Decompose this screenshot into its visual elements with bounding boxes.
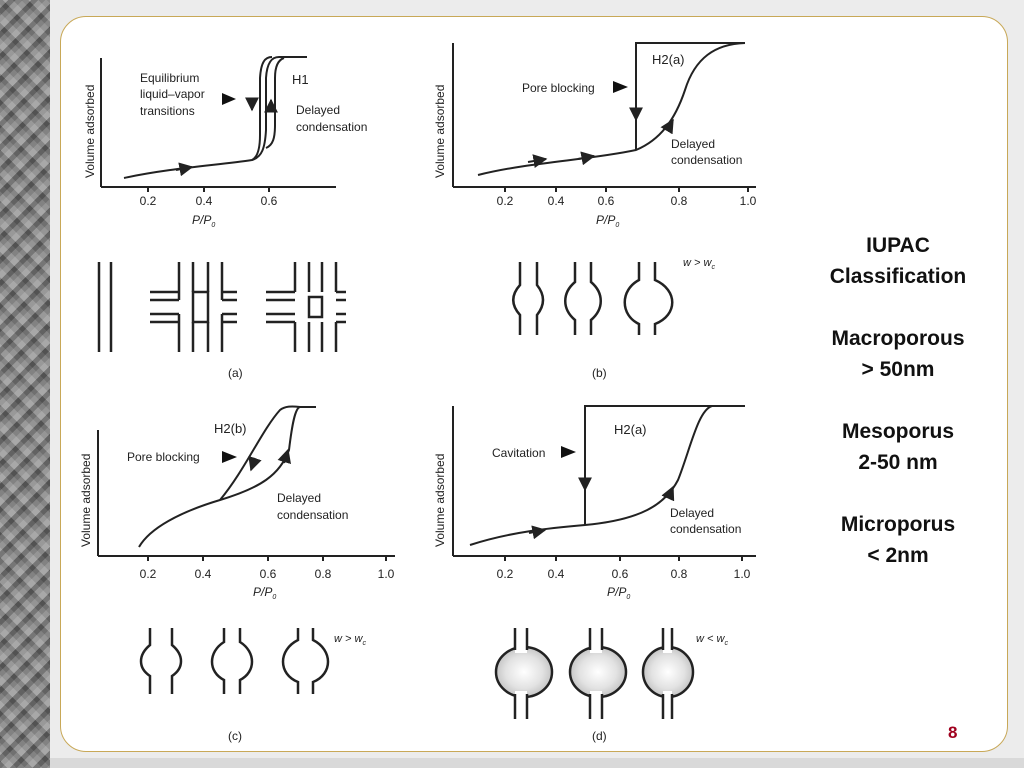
panel-c-xlabel: P/P0 xyxy=(253,585,276,601)
panel-b-flow-arrow xyxy=(527,154,548,168)
panel-d-xtick: 1.0 xyxy=(734,567,751,581)
panel-a-desorption-curve-2 xyxy=(265,57,285,149)
panel-a-loop-type-label: H1 xyxy=(292,72,309,87)
panel-c-delayed-label: condensation xyxy=(277,508,348,522)
panel-c-width-condition: w > wc xyxy=(334,633,366,647)
panel-d-xtick: 0.4 xyxy=(548,567,565,581)
panel-a-equilibrium-label: liquid–vapor xyxy=(140,87,205,101)
panel-c-down-arrow xyxy=(248,455,262,472)
panel-a-xtick: 0.6 xyxy=(261,194,278,208)
panel-d-cavitation-label: Cavitation xyxy=(492,446,545,460)
panel-c-pore-sketch xyxy=(139,628,330,694)
panel-b-caption: (b) xyxy=(592,366,607,380)
classification-heading: IUPAC Classification xyxy=(808,230,988,292)
panel-a-xlabel: P/P0 xyxy=(192,213,215,229)
panel-c xyxy=(97,405,395,561)
panel-c-desorption-curve xyxy=(219,405,301,501)
panel-c-delayed-label: Delayed xyxy=(277,491,321,505)
microporous-value: < 2nm xyxy=(867,544,929,567)
microporous-label: Microporus xyxy=(840,513,956,536)
panel-d-loop-type-label: H2(a) xyxy=(614,422,647,437)
panel-c-ylabel: Volume adsorbed xyxy=(79,454,93,547)
panel-d-xtick: 0.2 xyxy=(497,567,514,581)
panel-b-ylabel: Volume adsorbed xyxy=(433,85,447,178)
panel-b xyxy=(452,42,756,192)
panel-c-adsorption-curve xyxy=(138,406,316,548)
panel-d-pointer-arrow xyxy=(561,446,576,458)
mesoporous-label: Mesoporus xyxy=(841,420,954,443)
classification-panel: IUPAC Classification Macroporous > 50nm … xyxy=(808,230,988,602)
macroporous-value: > 50nm xyxy=(861,358,935,381)
panel-a-pore-sketch xyxy=(97,262,346,352)
panel-a-xtick: 0.2 xyxy=(140,194,157,208)
panel-c-labels: Volume adsorbed 0.2 0.4 0.6 0.8 1.0 P/P0… xyxy=(79,421,395,647)
macroporous-entry: Macroporous > 50nm xyxy=(808,323,988,385)
panel-a-delayed-label: Delayed xyxy=(296,103,340,117)
panel-d-up-arrow xyxy=(661,485,675,502)
mesoporous-value: 2-50 nm xyxy=(858,451,938,474)
panel-d-delayed-label: condensation xyxy=(670,522,741,536)
panel-b-xlabel: P/P0 xyxy=(596,213,619,229)
panel-b-up-arrow xyxy=(660,118,674,135)
panel-d-labels: Volume adsorbed 0.2 0.4 0.6 0.8 1.0 P/P0… xyxy=(433,422,751,647)
panel-b-width-condition: w > wc xyxy=(683,257,715,271)
heading-line: Classification xyxy=(829,265,967,288)
panel-a-xtick: 0.4 xyxy=(196,194,213,208)
panel-d xyxy=(452,405,756,561)
panel-b-xtick: 1.0 xyxy=(740,194,757,208)
microporous-entry: Microporus < 2nm xyxy=(808,509,988,571)
panel-c-pointer-arrow xyxy=(222,451,237,463)
background-texture-strip xyxy=(0,0,50,768)
panel-b-xtick: 0.6 xyxy=(598,194,615,208)
panel-b-pore-blocking-label: Pore blocking xyxy=(522,81,595,95)
slide-page-number: 8 xyxy=(948,723,958,742)
panel-b-loop-type-label: H2(a) xyxy=(652,52,685,67)
panel-d-ylabel: Volume adsorbed xyxy=(433,454,447,547)
slide-bottom-bar xyxy=(50,758,1024,768)
panel-d-caption: (d) xyxy=(592,729,607,743)
panel-a-caption: (a) xyxy=(228,366,243,380)
panel-b-pore-sketch xyxy=(512,262,674,335)
panel-a-desorption-curve xyxy=(251,56,273,161)
panel-d-adsorption-curve xyxy=(469,405,745,546)
panel-b-delayed-label: Delayed xyxy=(671,137,715,151)
panel-a xyxy=(100,56,336,192)
panel-c-xtick: 0.4 xyxy=(195,567,212,581)
panel-b-xtick: 0.2 xyxy=(497,194,514,208)
panel-d-xlabel: P/P0 xyxy=(607,585,630,601)
panel-b-delayed-label: condensation xyxy=(671,153,742,167)
panel-b-flow-arrow xyxy=(577,151,596,166)
panel-b-labels: Volume adsorbed 0.2 0.4 0.6 0.8 1.0 P/P0… xyxy=(433,52,757,271)
panel-c-caption: (c) xyxy=(228,729,242,743)
panel-c-loop-type-label: H2(b) xyxy=(214,421,247,436)
panel-a-equilibrium-label: transitions xyxy=(140,104,195,118)
panel-c-xtick: 0.6 xyxy=(260,567,277,581)
panel-c-xtick: 1.0 xyxy=(378,567,395,581)
panel-b-xtick: 0.8 xyxy=(671,194,688,208)
panel-a-flow-arrow xyxy=(175,162,194,177)
panel-c-xtick: 0.2 xyxy=(140,567,157,581)
slide-content-card xyxy=(60,16,1008,752)
panel-c-up-arrow xyxy=(277,448,291,465)
panel-a-delayed-label: condensation xyxy=(296,120,367,134)
panel-b-pointer-arrow xyxy=(613,81,628,93)
panel-a-ylabel: Volume adsorbed xyxy=(83,85,97,178)
panel-d-width-condition: w < wc xyxy=(696,633,728,647)
panel-c-xtick: 0.8 xyxy=(315,567,332,581)
panel-c-pore-blocking-label: Pore blocking xyxy=(127,450,200,464)
panel-d-pore-sketch xyxy=(494,628,695,719)
panel-a-equilibrium-label: Equilibrium xyxy=(140,71,199,85)
panel-b-xtick: 0.4 xyxy=(548,194,565,208)
panel-d-delayed-label: Delayed xyxy=(670,506,714,520)
panel-d-flow-arrow xyxy=(528,525,547,540)
mesoporous-entry: Mesoporus 2-50 nm xyxy=(808,416,988,478)
panel-a-pointer-arrow xyxy=(222,93,236,105)
panel-d-xtick: 0.6 xyxy=(612,567,629,581)
panel-a-labels: Volume adsorbed 0.2 0.4 0.6 P/P0 H1 Equi… xyxy=(83,71,367,229)
panel-d-xtick: 0.8 xyxy=(671,567,688,581)
heading-line: IUPAC xyxy=(866,234,930,257)
macroporous-label: Macroporous xyxy=(831,327,965,350)
